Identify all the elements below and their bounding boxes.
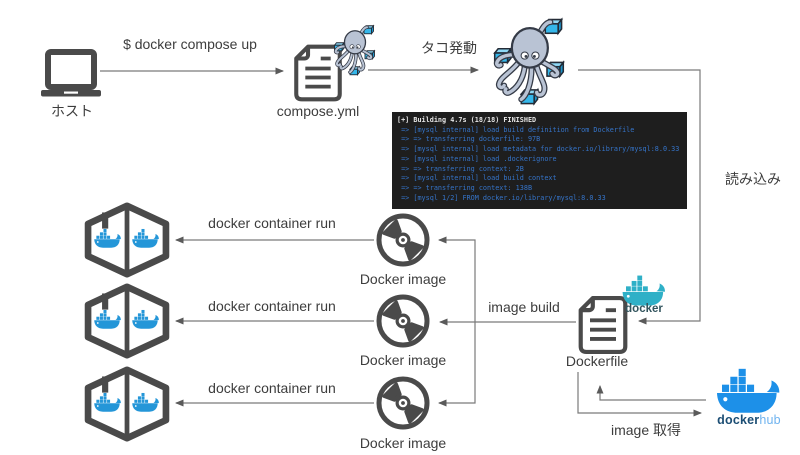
laptop-icon (40, 49, 102, 97)
load-label: 読み込み (725, 171, 781, 187)
container-box-icon (84, 366, 170, 442)
container-run-label: docker container run (208, 215, 336, 231)
terminal-line: => => transferring context: 138B (397, 183, 533, 192)
dockerhub-text-hub: hub (759, 413, 781, 427)
build-log-terminal: [+] Building 4.7s (18/18) FINISHED => [m… (392, 112, 687, 209)
container-run-label: docker container run (208, 298, 336, 314)
dockerfile-label: Dockerfile (565, 353, 629, 369)
container-box-icon (84, 283, 170, 359)
image-fetch-label: image 取得 (610, 422, 682, 438)
terminal-line: => => transferring context: 2B (397, 164, 524, 173)
docker-logo-text: docker (625, 303, 663, 315)
compose-file-label: compose.yml (276, 103, 360, 119)
container-run-label: docker container run (208, 380, 336, 396)
terminal-line: => [mysql internal] load build context (397, 174, 557, 183)
image-build-label: image build (488, 299, 560, 315)
dockerhub-logo-text: dockerhub (706, 413, 792, 427)
terminal-line: => [mysql internal] load .dockerignore (397, 154, 557, 163)
docker-image-icon (374, 374, 432, 432)
dockerhub-logo-whale-icon (712, 368, 782, 418)
compose-octopus-icon (492, 17, 578, 107)
docker-image-icon (374, 292, 432, 350)
docker-image-label: Docker image (359, 352, 447, 368)
terminal-line: => [mysql 1/2] FROM docker.io/library/my… (397, 193, 606, 202)
docker-image-label: Docker image (359, 435, 447, 451)
compose-octopus-small-icon (333, 24, 383, 77)
terminal-line: => [mysql internal] load build definitio… (397, 125, 635, 134)
terminal-line: => [mysql internal] load metadata for do… (397, 145, 680, 154)
compose-command-label: $ docker compose up (123, 36, 257, 52)
docker-image-icon (374, 211, 432, 269)
container-box-icon (84, 202, 170, 278)
dockerhub-text-docker: docker (717, 413, 760, 427)
docker-image-label: Docker image (359, 271, 447, 287)
tako-activate-label: タコ発動 (421, 40, 477, 56)
terminal-line: [+] Building 4.7s (18/18) FINISHED (397, 116, 537, 124)
terminal-line: => => transferring dockerfile: 97B (397, 135, 541, 144)
host-label: ホスト (51, 103, 93, 119)
